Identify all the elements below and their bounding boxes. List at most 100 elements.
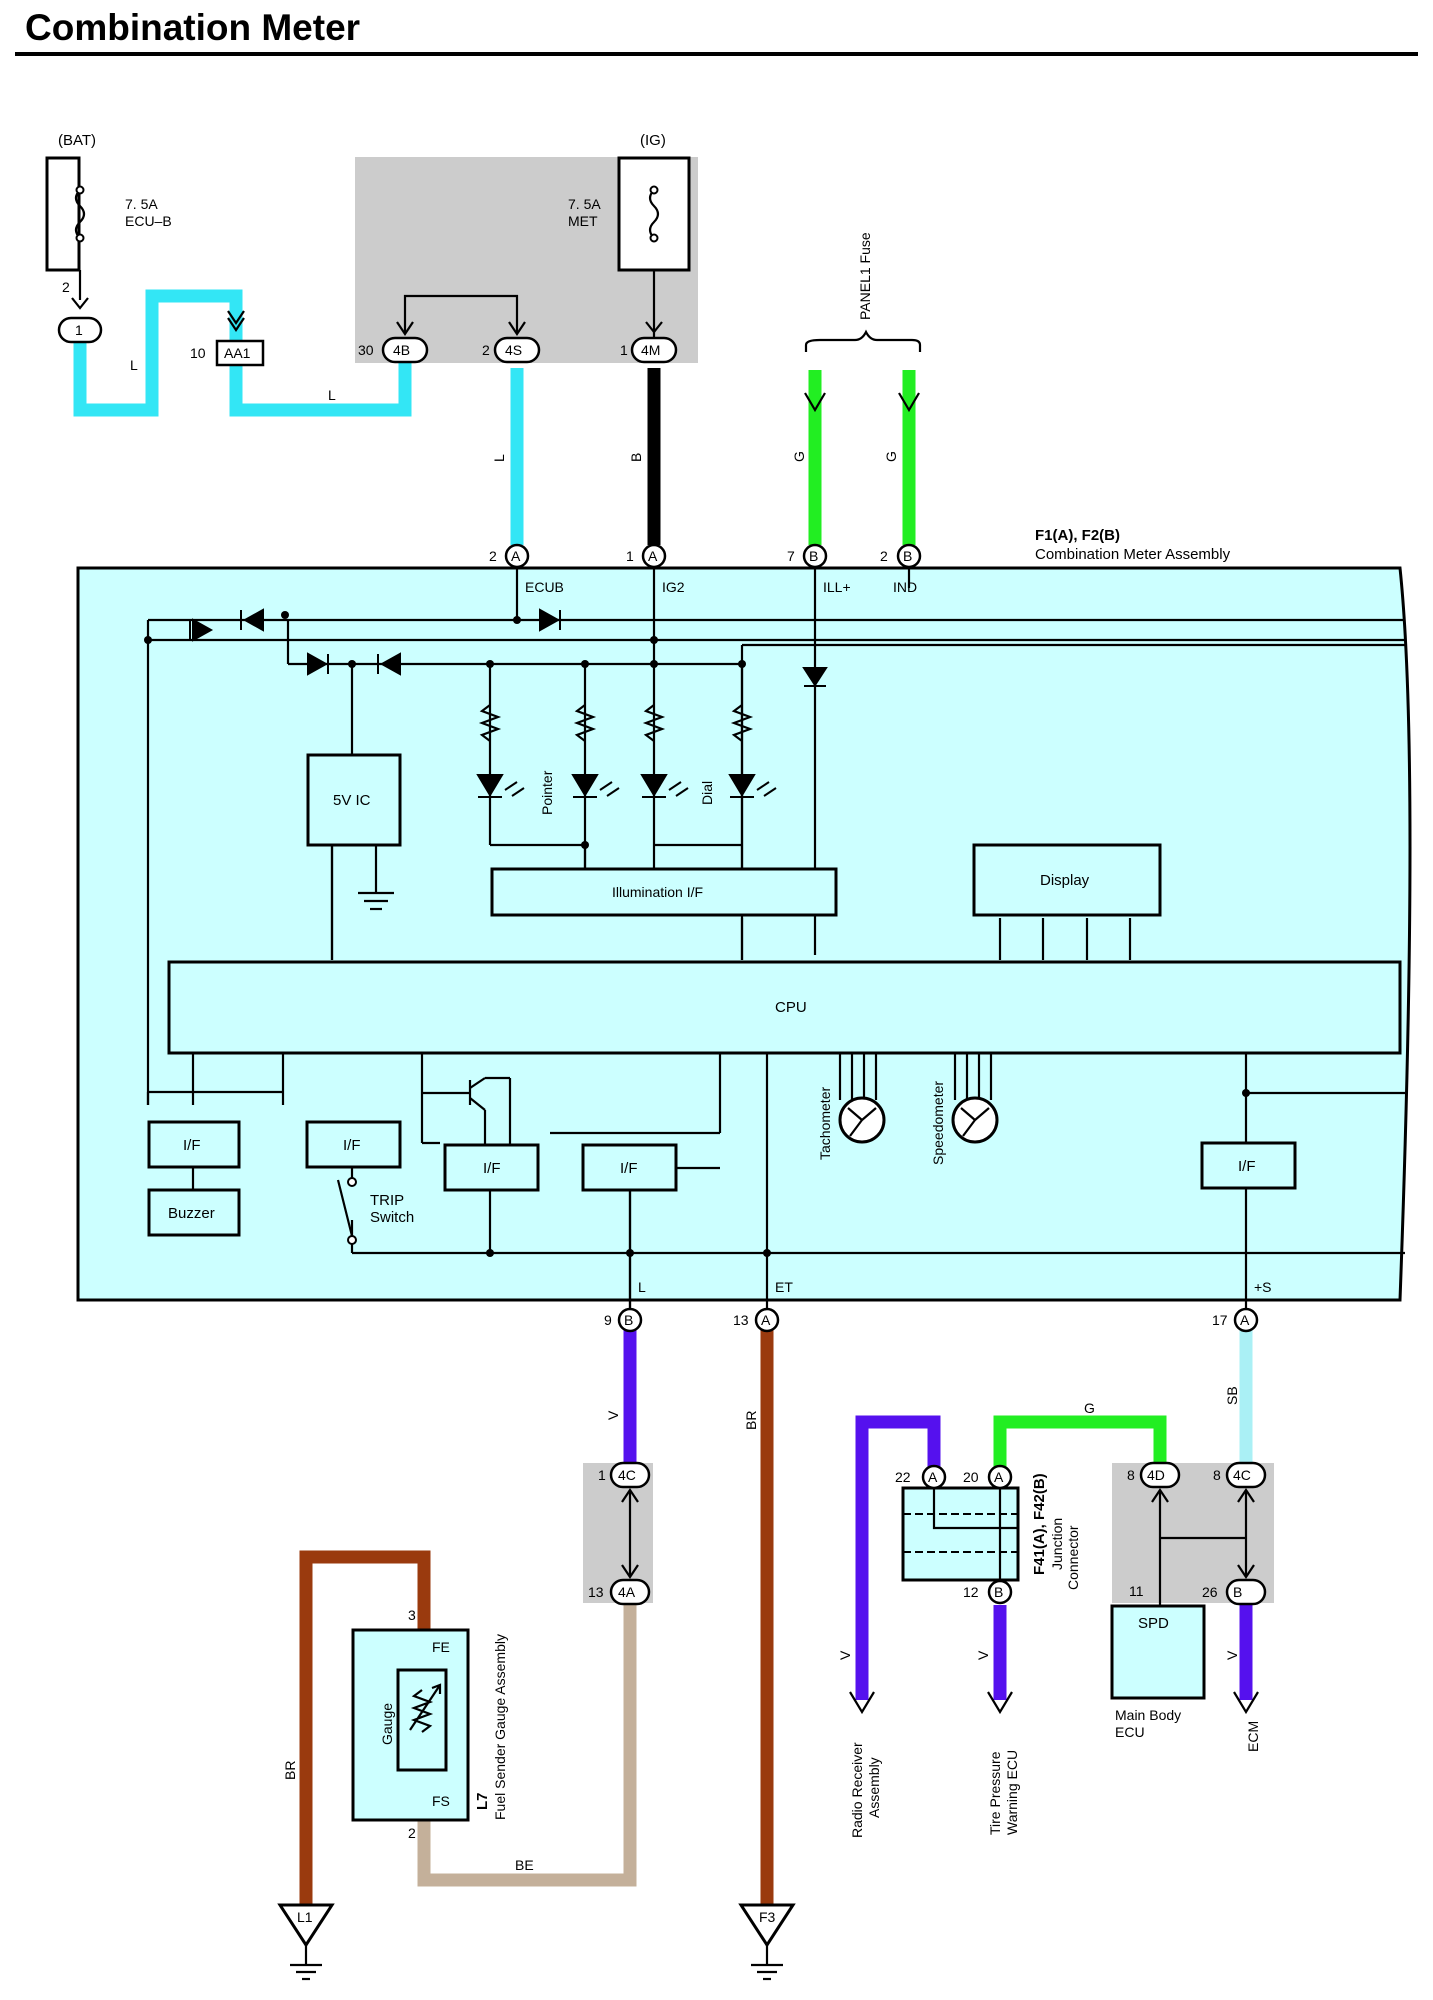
buzzer-label: Buzzer: [168, 1205, 215, 1222]
wire-label-g: G: [791, 451, 807, 462]
radio-receiver-label: Assembly: [866, 1757, 882, 1818]
pin-label: 2: [408, 1825, 416, 1841]
connector-label: 4A: [618, 1584, 636, 1600]
bat-fuse-name: ECU–B: [125, 213, 172, 229]
ig-fuse-rating: 7. 5A: [568, 196, 601, 212]
wire-label-g: G: [883, 451, 899, 462]
wire-label-v: V: [975, 1650, 991, 1660]
wire-label-g: G: [1084, 1400, 1095, 1416]
5v-ic-block: [306, 753, 402, 847]
main-body-ecu-label: Main Body: [1115, 1707, 1181, 1723]
connector-label: 4M: [641, 342, 660, 358]
junction-name: Connector: [1065, 1525, 1081, 1590]
connector-4d: [1139, 1461, 1181, 1489]
trip-switch-icon[interactable]: [336, 1179, 354, 1237]
connector-aa1: [215, 339, 265, 367]
junction-name: Junction: [1049, 1518, 1065, 1570]
junction-dots: [144, 611, 1250, 1257]
connector-label: 4C: [1233, 1467, 1251, 1483]
pin-label: 7: [787, 548, 795, 564]
connector-label: B: [1233, 1584, 1242, 1600]
terminal-ill: ILL+: [823, 579, 851, 595]
spd-label: SPD: [1138, 1615, 1169, 1632]
connector-label: 4B: [393, 342, 410, 358]
illumination-if-label: Illumination I/F: [612, 884, 703, 900]
page-title: Combination Meter: [25, 7, 360, 48]
wire-label-sb: SB: [1224, 1386, 1240, 1405]
connector-label: 4C: [618, 1467, 636, 1483]
terminal-a: A: [1240, 1312, 1250, 1328]
pin-label: 1: [620, 342, 628, 358]
spd-block: [1110, 1604, 1206, 1700]
display-block: [972, 843, 1162, 917]
wire-label-b: B: [628, 453, 644, 462]
wire-g-spd: [993, 1415, 1167, 1475]
pin-label: 8: [1127, 1467, 1135, 1483]
terminal-ecub: ECUB: [525, 579, 564, 595]
transistor-icon: [422, 1076, 512, 1145]
pin-label: 3: [408, 1607, 416, 1623]
connector-1: [57, 316, 103, 344]
5v-ic-label: 5V IC: [333, 792, 371, 809]
diode-icon: [189, 608, 828, 687]
if-block-trip: [305, 1120, 402, 1169]
trip-label: TRIP: [370, 1192, 404, 1209]
terminal-b: B: [994, 1584, 1003, 1600]
pin-label: 9: [604, 1312, 612, 1328]
ig-fuse-name: MET: [568, 213, 598, 229]
wire-label-l: L: [130, 357, 138, 373]
tachometer-label: Tachometer: [817, 1087, 833, 1160]
wire-label-v: V: [1224, 1650, 1240, 1660]
terminal-s: +S: [1254, 1279, 1272, 1295]
connector-4c: [609, 1461, 651, 1489]
connector-4c: [1225, 1461, 1267, 1489]
terminal-et: ET: [775, 1279, 793, 1295]
terminal-ind: IND: [893, 579, 917, 595]
illumination-if-block: [490, 867, 838, 917]
pin-label: 1: [626, 548, 634, 564]
panel1-fuse-label: PANEL1 Fuse: [857, 232, 873, 320]
pin-label: 17: [1212, 1312, 1228, 1328]
wire-v-radio: [855, 1415, 941, 1700]
connector-label: 4D: [1147, 1467, 1165, 1483]
if-label: I/F: [343, 1137, 361, 1154]
junction-ref: F41(A), F42(B): [1031, 1473, 1048, 1575]
ground-l1: [277, 1903, 335, 1981]
wire-label-be: BE: [515, 1857, 534, 1873]
pin-label: 2: [62, 279, 70, 295]
fuel-sender-name: Fuel Sender Gauge Assembly: [492, 1634, 508, 1820]
combination-meter-assembly: [76, 566, 1412, 1302]
bat-fuse-rating: 7. 5A: [125, 196, 158, 212]
connector-4b: [381, 336, 429, 364]
tire-pressure-label: Warning ECU: [1004, 1750, 1020, 1835]
trip-switch-label: Switch: [370, 1209, 414, 1226]
if-label: I/F: [483, 1160, 501, 1177]
pin-label: 11: [1129, 1583, 1144, 1599]
pin-label: 13: [733, 1312, 749, 1328]
cpu-block: [167, 960, 1402, 1055]
junction-connector: [901, 1486, 1020, 1582]
connector-4m: [630, 336, 678, 364]
ecm-label: ECM: [1245, 1721, 1261, 1752]
pin-label: 2: [880, 548, 888, 564]
fe-label: FE: [432, 1639, 450, 1655]
wire-label-br: BR: [743, 1411, 759, 1430]
pin-label: 2: [482, 342, 490, 358]
fs-label: FS: [432, 1793, 450, 1809]
wire-label-l: L: [491, 454, 507, 462]
connector-4a: [609, 1578, 651, 1606]
connector-4s: [493, 336, 541, 364]
ground-label: L1: [297, 1909, 313, 1925]
terminal-ig2: IG2: [662, 579, 685, 595]
speedometer-label: Speedometer: [930, 1081, 946, 1165]
terminal-a: A: [994, 1469, 1004, 1485]
bat-fuse-box: [45, 156, 81, 272]
terminal-a: A: [928, 1469, 938, 1485]
speedometer-icon: [951, 1053, 999, 1144]
wire-be-fs: [417, 1600, 637, 1887]
pointer-label: Pointer: [539, 770, 555, 815]
main-body-ecu-label: ECU: [1115, 1724, 1145, 1740]
tachometer-icon: [838, 1053, 886, 1144]
ground-icon: [358, 891, 394, 911]
